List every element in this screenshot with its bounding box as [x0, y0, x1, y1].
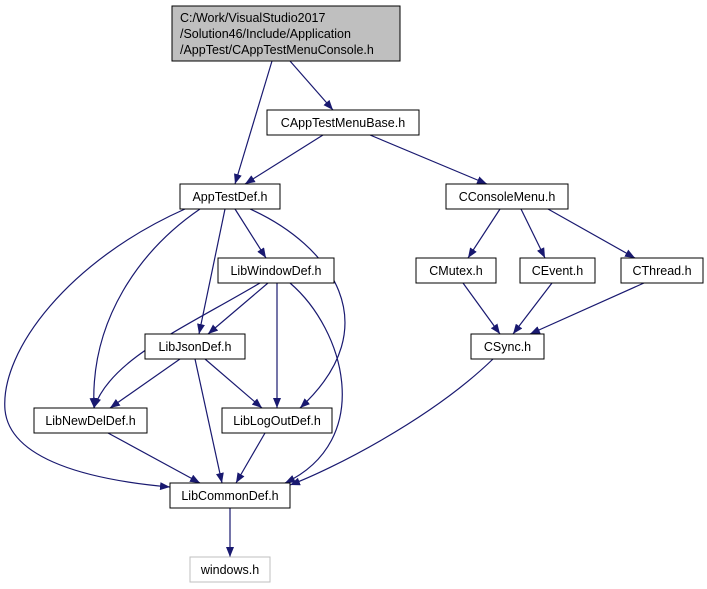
- edge-libjsondef-to-libcommondef: [194, 358, 224, 484]
- node-cconsolemenu[interactable]: CConsoleMenu.h: [445, 183, 569, 210]
- node-label-root-line-3: /AppTest/CAppTestMenuConsole.h: [180, 43, 374, 57]
- edge-cappbase-to-cconsolemenu: [369, 134, 488, 185]
- node-label-cmutex: CMutex.h: [429, 264, 483, 278]
- node-cmutex[interactable]: CMutex.h: [415, 257, 497, 284]
- node-label-liblogoutdef: LibLogOutDef.h: [233, 414, 321, 428]
- edge-apptestdef-to-libcommondef: [4, 208, 186, 491]
- edge-apptestdef-to-libwindowdef: [234, 208, 267, 259]
- edge-cconsolemenu-to-cmutex: [467, 208, 501, 259]
- node-box-libnewdeldef: [33, 407, 148, 434]
- edge-cmutex-to-csync: [462, 282, 501, 335]
- edge-cevent-to-csync: [512, 282, 553, 335]
- node-label-libjsondef: LibJsonDef.h: [159, 340, 232, 354]
- nodes-layer: C:/Work/VisualStudio2017/Solution46/Incl…: [33, 5, 704, 583]
- node-label-csync: CSync.h: [484, 340, 531, 354]
- node-label-cappbase: CAppTestMenuBase.h: [281, 116, 405, 130]
- node-label-libnewdeldef: LibNewDelDef.h: [45, 414, 135, 428]
- node-label-apptestdef: AppTestDef.h: [192, 190, 267, 204]
- node-cappbase[interactable]: CAppTestMenuBase.h: [266, 109, 420, 136]
- node-label-windows: windows.h: [200, 563, 259, 577]
- edge-csync-to-libcommondef: [289, 358, 494, 486]
- node-label-root-line-2: /Solution46/Include/Application: [180, 27, 351, 41]
- node-box-root: [171, 5, 401, 62]
- edge-libwindowdef-to-libcommondef: [284, 282, 343, 484]
- edge-apptestdef-to-liblogoutdef: [249, 208, 346, 409]
- node-box-cthread: [620, 257, 704, 284]
- node-root[interactable]: C:/Work/VisualStudio2017/Solution46/Incl…: [171, 5, 401, 62]
- node-libcommondef[interactable]: LibCommonDef.h: [169, 482, 291, 509]
- edge-apptestdef-to-libjsondef: [197, 208, 226, 335]
- node-label-libcommondef: LibCommonDef.h: [181, 489, 278, 503]
- edge-cthread-to-csync: [529, 282, 645, 335]
- edge-libjsondef-to-libnewdeldef: [109, 358, 181, 409]
- node-csync[interactable]: CSync.h: [470, 333, 545, 360]
- node-box-cappbase: [266, 109, 420, 136]
- edge-cconsolemenu-to-cthread: [547, 208, 636, 259]
- node-label-root-line-1: C:/Work/VisualStudio2017: [180, 11, 326, 25]
- node-cevent[interactable]: CEvent.h: [519, 257, 596, 284]
- edge-root-to-apptestdef: [234, 60, 273, 185]
- edge-cappbase-to-apptestdef: [244, 134, 324, 185]
- node-libwindowdef[interactable]: LibWindowDef.h: [217, 257, 335, 284]
- node-label-cconsolemenu: CConsoleMenu.h: [459, 190, 556, 204]
- node-box-apptestdef: [179, 183, 281, 210]
- node-box-libjsondef: [144, 333, 246, 360]
- node-label-cevent: CEvent.h: [532, 264, 583, 278]
- node-box-libcommondef: [169, 482, 291, 509]
- node-label-libwindowdef: LibWindowDef.h: [230, 264, 321, 278]
- edge-libnewdeldef-to-libcommondef: [107, 432, 201, 484]
- node-label-cthread: CThread.h: [632, 264, 691, 278]
- node-box-windows: [189, 556, 271, 583]
- edge-apptestdef-to-libnewdeldef: [89, 208, 201, 409]
- edge-root-to-cappbase: [289, 60, 334, 111]
- node-box-cevent: [519, 257, 596, 284]
- node-box-cconsolemenu: [445, 183, 569, 210]
- node-libnewdeldef[interactable]: LibNewDelDef.h: [33, 407, 148, 434]
- node-windows: windows.h: [189, 556, 271, 583]
- node-cthread[interactable]: CThread.h: [620, 257, 704, 284]
- edge-cconsolemenu-to-cevent: [520, 208, 546, 259]
- node-box-liblogoutdef: [221, 407, 333, 434]
- edge-libwindowdef-to-libjsondef: [207, 282, 269, 335]
- node-box-csync: [470, 333, 545, 360]
- edge-libjsondef-to-liblogoutdef: [204, 358, 263, 409]
- node-libjsondef[interactable]: LibJsonDef.h: [144, 333, 246, 360]
- edge-liblogoutdef-to-libcommondef: [235, 432, 266, 484]
- node-apptestdef[interactable]: AppTestDef.h: [179, 183, 281, 210]
- node-liblogoutdef[interactable]: LibLogOutDef.h: [221, 407, 333, 434]
- node-box-libwindowdef: [217, 257, 335, 284]
- node-box-cmutex: [415, 257, 497, 284]
